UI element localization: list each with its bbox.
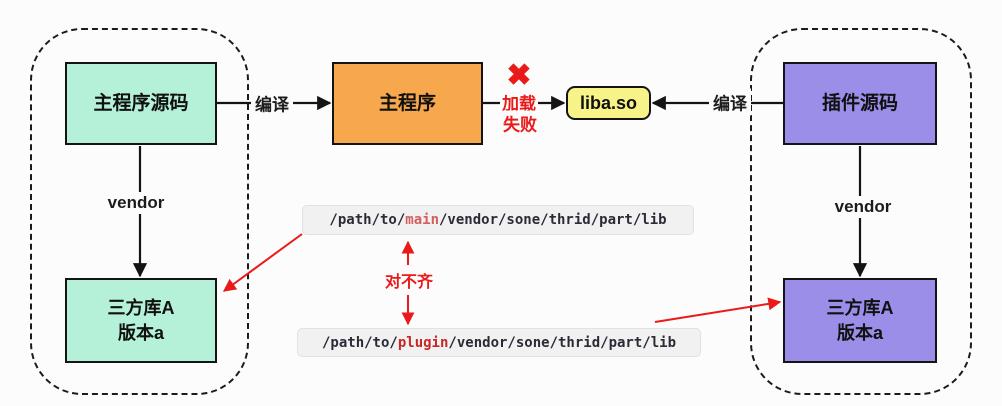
misalign-label: 对不齐 [382, 265, 436, 295]
main-source-box: 主程序源码 [65, 62, 217, 145]
vendor-label-left: vendor [103, 192, 169, 214]
plugin-lib-label-line1: 三方库A [826, 298, 894, 319]
compile-label-left: 编译 [251, 89, 293, 117]
main-program-label: 主程序 [378, 92, 436, 114]
main-library-path: /path/to/main/vendor/sone/thrid/part/lib [302, 205, 694, 235]
plugin-path-prefix: /path/to/ [321, 334, 398, 351]
vendor-label-right: vendor [830, 196, 896, 218]
main-lib-label-line1: 三方库A [107, 298, 175, 319]
main-program-box: 主程序 [332, 62, 483, 145]
main-program-group-outline [30, 28, 249, 395]
plugin-library-path: /path/to/plugin/vendor/sone/thrid/part/l… [297, 328, 701, 357]
plugin-path-suffix: /vendor/sone/thrid/part/lib [448, 334, 676, 351]
plugin-source-label: 插件源码 [821, 92, 898, 114]
main-third-party-lib-box: 三方库A 版本a [65, 278, 217, 363]
plugin-lib-label-line2: 版本a [836, 322, 883, 343]
plugin-group-outline [750, 28, 972, 395]
compile-label-right: 编译 [709, 88, 751, 116]
plugin-path-highlight: plugin [397, 334, 449, 351]
load-fail-x-icon: ✖ [506, 59, 532, 92]
main-source-label: 主程序源码 [93, 92, 189, 114]
plugin-source-box: 插件源码 [783, 62, 937, 145]
load-fail-label-line2: 失败 [501, 110, 539, 136]
main-lib-label-line2: 版本a [117, 322, 164, 343]
main-path-prefix: /path/to/ [329, 212, 406, 228]
main-path-highlight: main [405, 212, 439, 228]
liba-so-label: liba.so [579, 92, 637, 113]
plugin-third-party-lib-box: 三方库A 版本a [783, 278, 937, 363]
liba-so-box: liba.so [566, 86, 651, 120]
main-path-suffix: /vendor/sone/thrid/part/lib [439, 212, 667, 228]
